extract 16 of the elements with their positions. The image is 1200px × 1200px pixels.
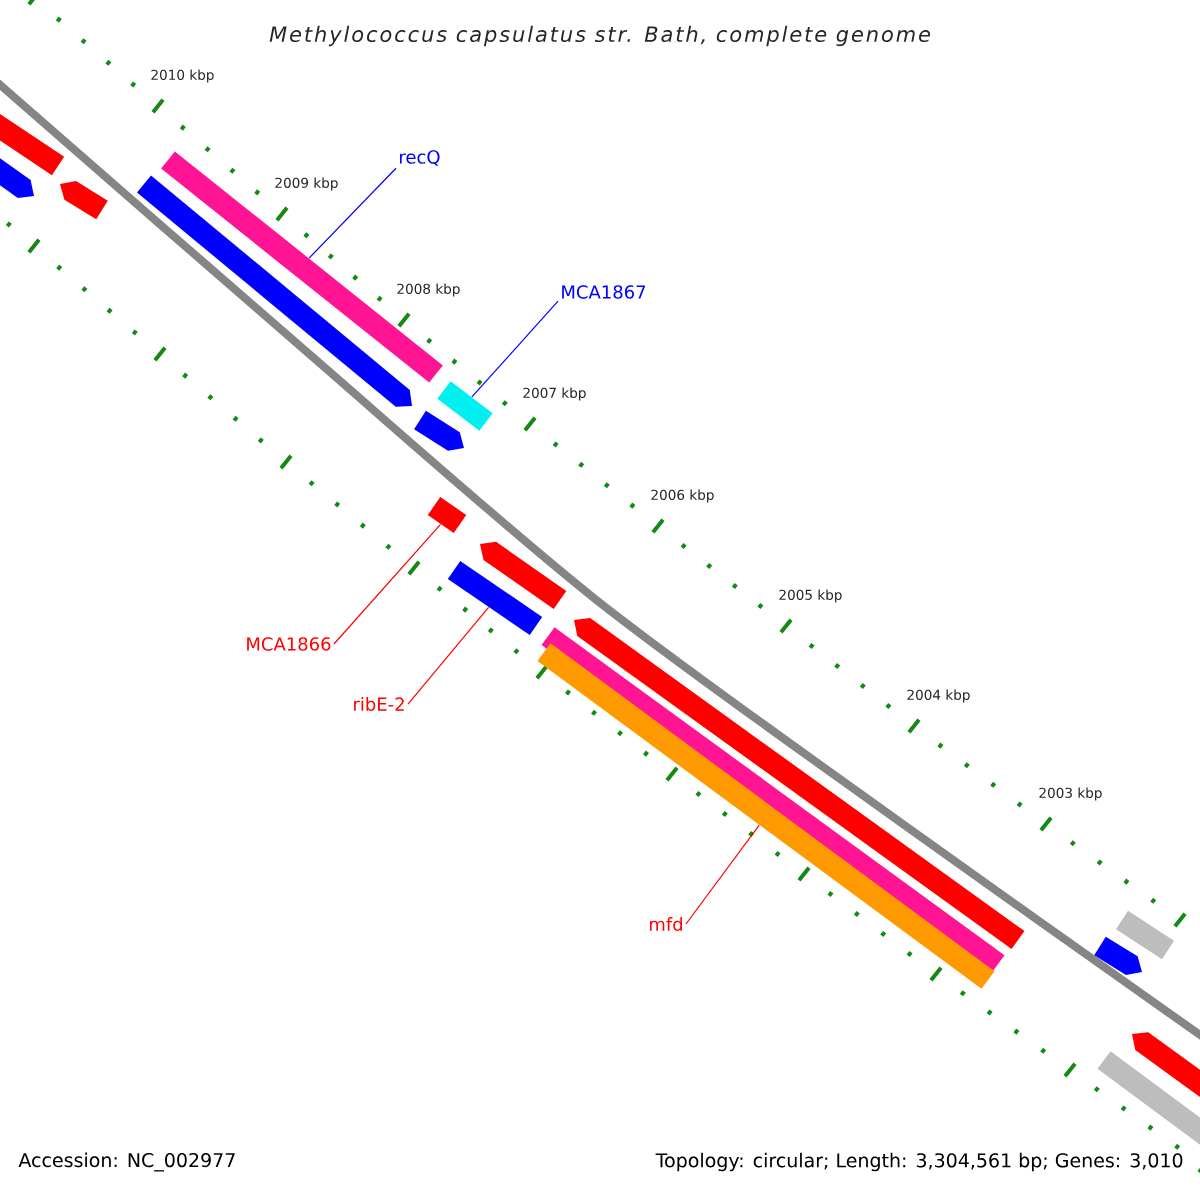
gene-feature [437,381,493,431]
leader-line [333,523,442,645]
footer-text: Topology: circular; Length: 3,304,561 bp; Genes: 3,010 [655,1152,1183,1172]
gene-label: mfd [649,917,682,931]
leader-line [685,824,760,925]
gene-label: ribE-2 [354,697,404,711]
leader-line [407,606,490,705]
footer-text: Accession: NC_002977 [18,1152,235,1172]
gene-feature [447,560,543,636]
chart-title: Methylococcus capsulatus str. Bath, complete genome [269,25,931,47]
gene-feature [427,496,467,534]
leader-line [471,300,559,398]
gene-label: MCA1866 [247,637,331,651]
gene-label: MCA1867 [562,285,646,299]
gene-label: recQ [400,150,440,166]
leader-line [308,167,397,259]
